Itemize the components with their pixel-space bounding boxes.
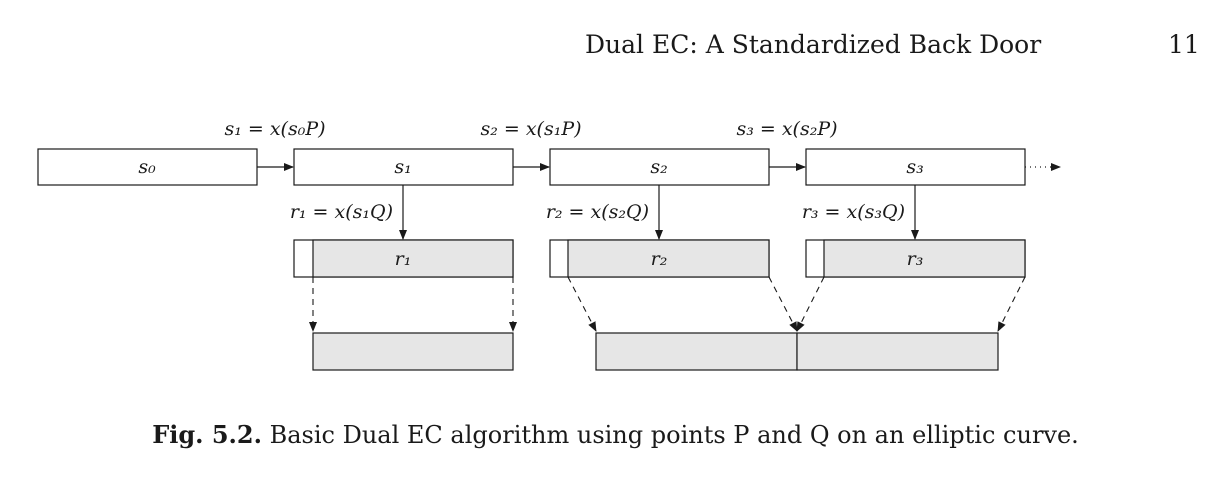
figure-caption-text: Basic Dual EC algorithm using points P a… [269, 421, 1079, 449]
figure-caption: Fig. 5.2. Basic Dual EC algorithm using … [0, 420, 1231, 449]
output-formula-label-3: r₃ = x(s₃Q) [802, 201, 905, 223]
page-number: 11 [1168, 30, 1200, 59]
dual-ec-diagram: s₀ s₁ s₂ s₃ s₁ = x(s₀P) s₂ = x(s₁P) s₃ =… [37, 118, 1061, 371]
concat-output-box-2 [595, 332, 798, 371]
output-body-r2 [567, 239, 770, 278]
concat-output-box-3 [796, 332, 999, 371]
output-label-r3: r₃ [907, 248, 924, 270]
state-label-s3: s₃ [906, 156, 923, 178]
figure-caption-label: Fig. 5.2. [152, 420, 262, 449]
state-update-label-3: s₃ = x(s₂P) [736, 118, 837, 140]
output-body-r1 [312, 239, 514, 278]
dashed-arrow-r2-left [567, 276, 597, 332]
state-box-s3 [805, 148, 1026, 186]
output-formula-label-2: r₂ = x(s₂Q) [546, 201, 649, 223]
state-label-s0: s₀ [138, 156, 156, 178]
state-update-label-1: s₁ = x(s₀P) [224, 118, 325, 140]
output-body-r3 [823, 239, 1026, 278]
running-title: Dual EC: A Standardized Back Door [585, 30, 1042, 59]
output-label-r1: r₁ [395, 248, 412, 270]
dashed-arrow-r3-right [997, 276, 1026, 332]
concat-output-box-1 [312, 332, 514, 371]
output-label-r2: r₂ [651, 248, 668, 270]
state-label-s1: s₁ [394, 156, 411, 178]
state-update-label-2: s₂ = x(s₁P) [480, 118, 581, 140]
output-formula-label-1: r₁ = x(s₁Q) [290, 201, 393, 223]
state-label-s2: s₂ [650, 156, 667, 178]
dashed-arrow-r3-left [796, 276, 825, 332]
state-box-s0 [37, 148, 258, 186]
dashed-arrow-r2-right [768, 276, 798, 332]
